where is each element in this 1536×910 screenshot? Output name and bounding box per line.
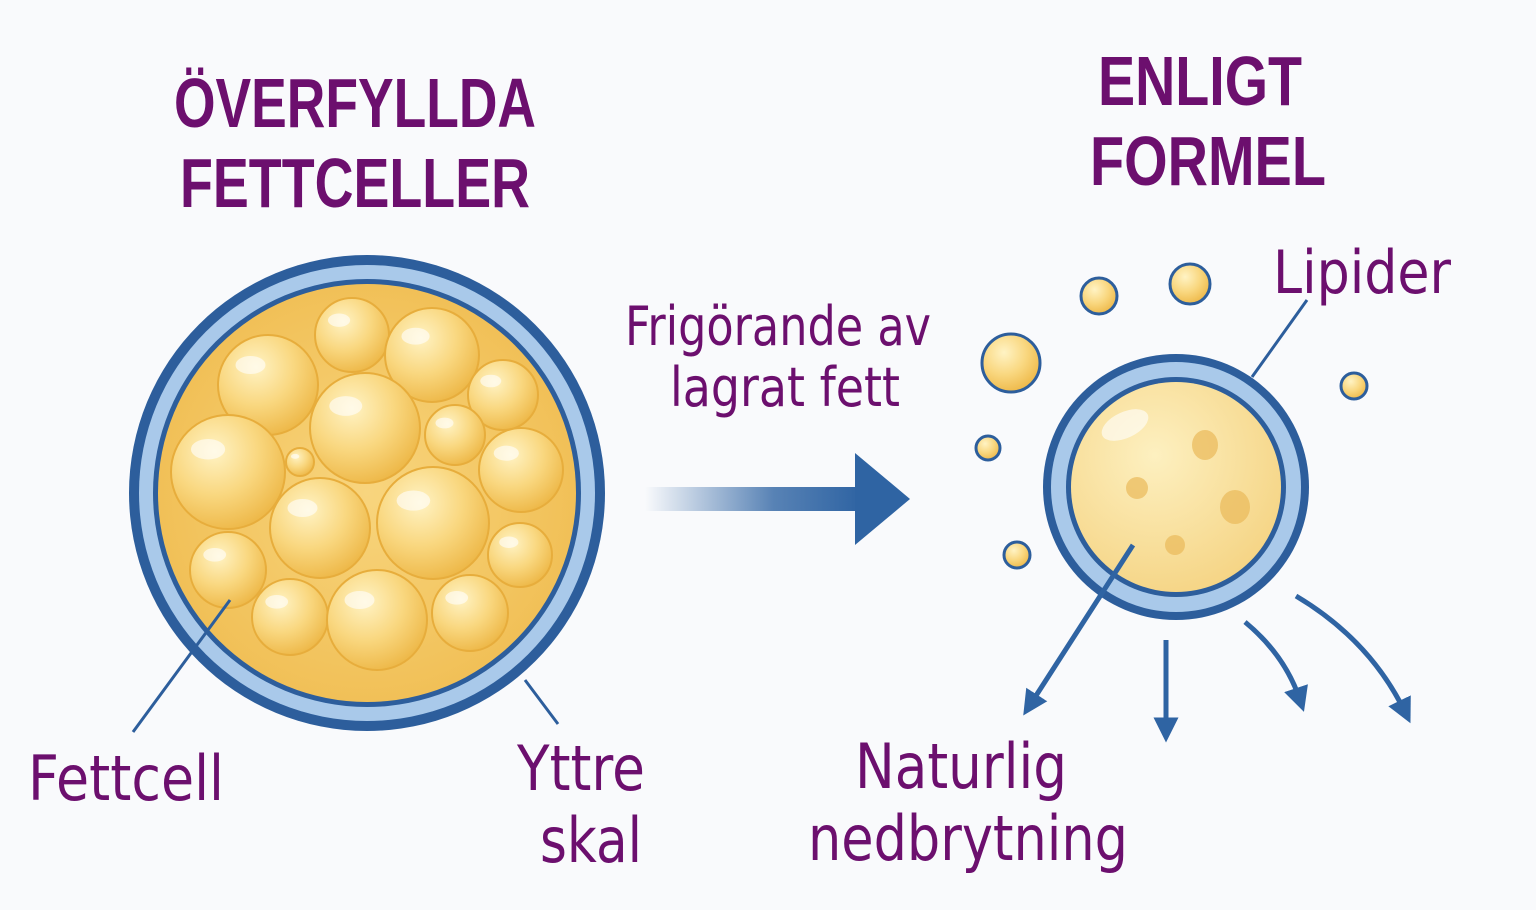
- droplet-highlight: [235, 356, 266, 374]
- droplet-highlight: [265, 594, 289, 609]
- fat-droplet: [424, 404, 486, 466]
- lipid-droplets: [974, 262, 1369, 570]
- droplet-highlight: [287, 499, 318, 517]
- droplet-highlight: [329, 396, 363, 416]
- label-lipider: Lipider: [1273, 238, 1451, 308]
- lipid-droplet: [1079, 276, 1119, 316]
- droplet-highlight: [445, 590, 469, 605]
- droplet-highlight: [396, 490, 431, 511]
- shell-leader-line: [523, 679, 560, 725]
- fettcell-leader-line: [131, 599, 232, 733]
- reduced-fat-cell: [1043, 354, 1309, 620]
- lipid-droplet: [1002, 540, 1032, 570]
- fat-droplet: [309, 372, 421, 484]
- droplet-highlight: [499, 536, 519, 548]
- fat-droplet: [478, 427, 564, 513]
- breakdown-arrow: [1243, 620, 1308, 712]
- breakdown-arrow: [1294, 593, 1411, 724]
- left-title-line1: ÖVERFYLLDA: [174, 64, 536, 142]
- droplet-highlight: [401, 327, 430, 345]
- droplet-highlight: [344, 591, 375, 609]
- droplet-highlight: [203, 547, 227, 562]
- label-skal: skal: [540, 804, 642, 877]
- droplet-highlight: [480, 374, 502, 388]
- droplet-highlight: [327, 313, 351, 327]
- left-title-line2: FETTCELLER: [180, 144, 530, 222]
- release-arrow: [645, 453, 910, 545]
- droplet-highlight: [435, 417, 454, 429]
- fat-droplet: [285, 447, 315, 477]
- lipid-droplet: [974, 434, 1002, 462]
- fat-droplet: [314, 297, 390, 373]
- fat-droplet: [269, 477, 371, 579]
- label-nedbrytning: nedbrytning: [808, 802, 1128, 875]
- fat-droplet: [376, 466, 490, 580]
- fat-droplet: [431, 574, 509, 652]
- fat-droplet: [170, 414, 286, 530]
- label-release-line2: lagrat fett: [670, 356, 900, 419]
- breakdown-arrows: [1023, 543, 1411, 743]
- label-yttre: Yttre: [516, 732, 645, 805]
- overfilled-fat-cell: [129, 255, 605, 731]
- lipid-droplet: [1339, 371, 1369, 401]
- droplet-highlight: [493, 445, 519, 461]
- fat-droplets: [170, 297, 564, 671]
- fat-droplet: [189, 531, 267, 609]
- fat-droplet: [487, 522, 553, 588]
- label-fettcell: Fettcell: [28, 742, 224, 815]
- droplet-highlight: [190, 438, 226, 460]
- lipid-droplet: [980, 332, 1042, 394]
- lipid-droplet: [1168, 262, 1212, 306]
- fat-droplet: [251, 578, 329, 656]
- label-release-line1: Frigörande av: [625, 295, 931, 358]
- right-title-line1: ENLIGT: [1098, 42, 1302, 120]
- label-naturlig: Naturlig: [855, 730, 1067, 803]
- right-title-line2: FORMEL: [1090, 122, 1326, 200]
- droplet-highlight: [290, 453, 300, 459]
- lipids-leader-line: [1250, 299, 1309, 378]
- fat-droplet: [326, 569, 428, 671]
- breakdown-arrow: [1023, 543, 1136, 716]
